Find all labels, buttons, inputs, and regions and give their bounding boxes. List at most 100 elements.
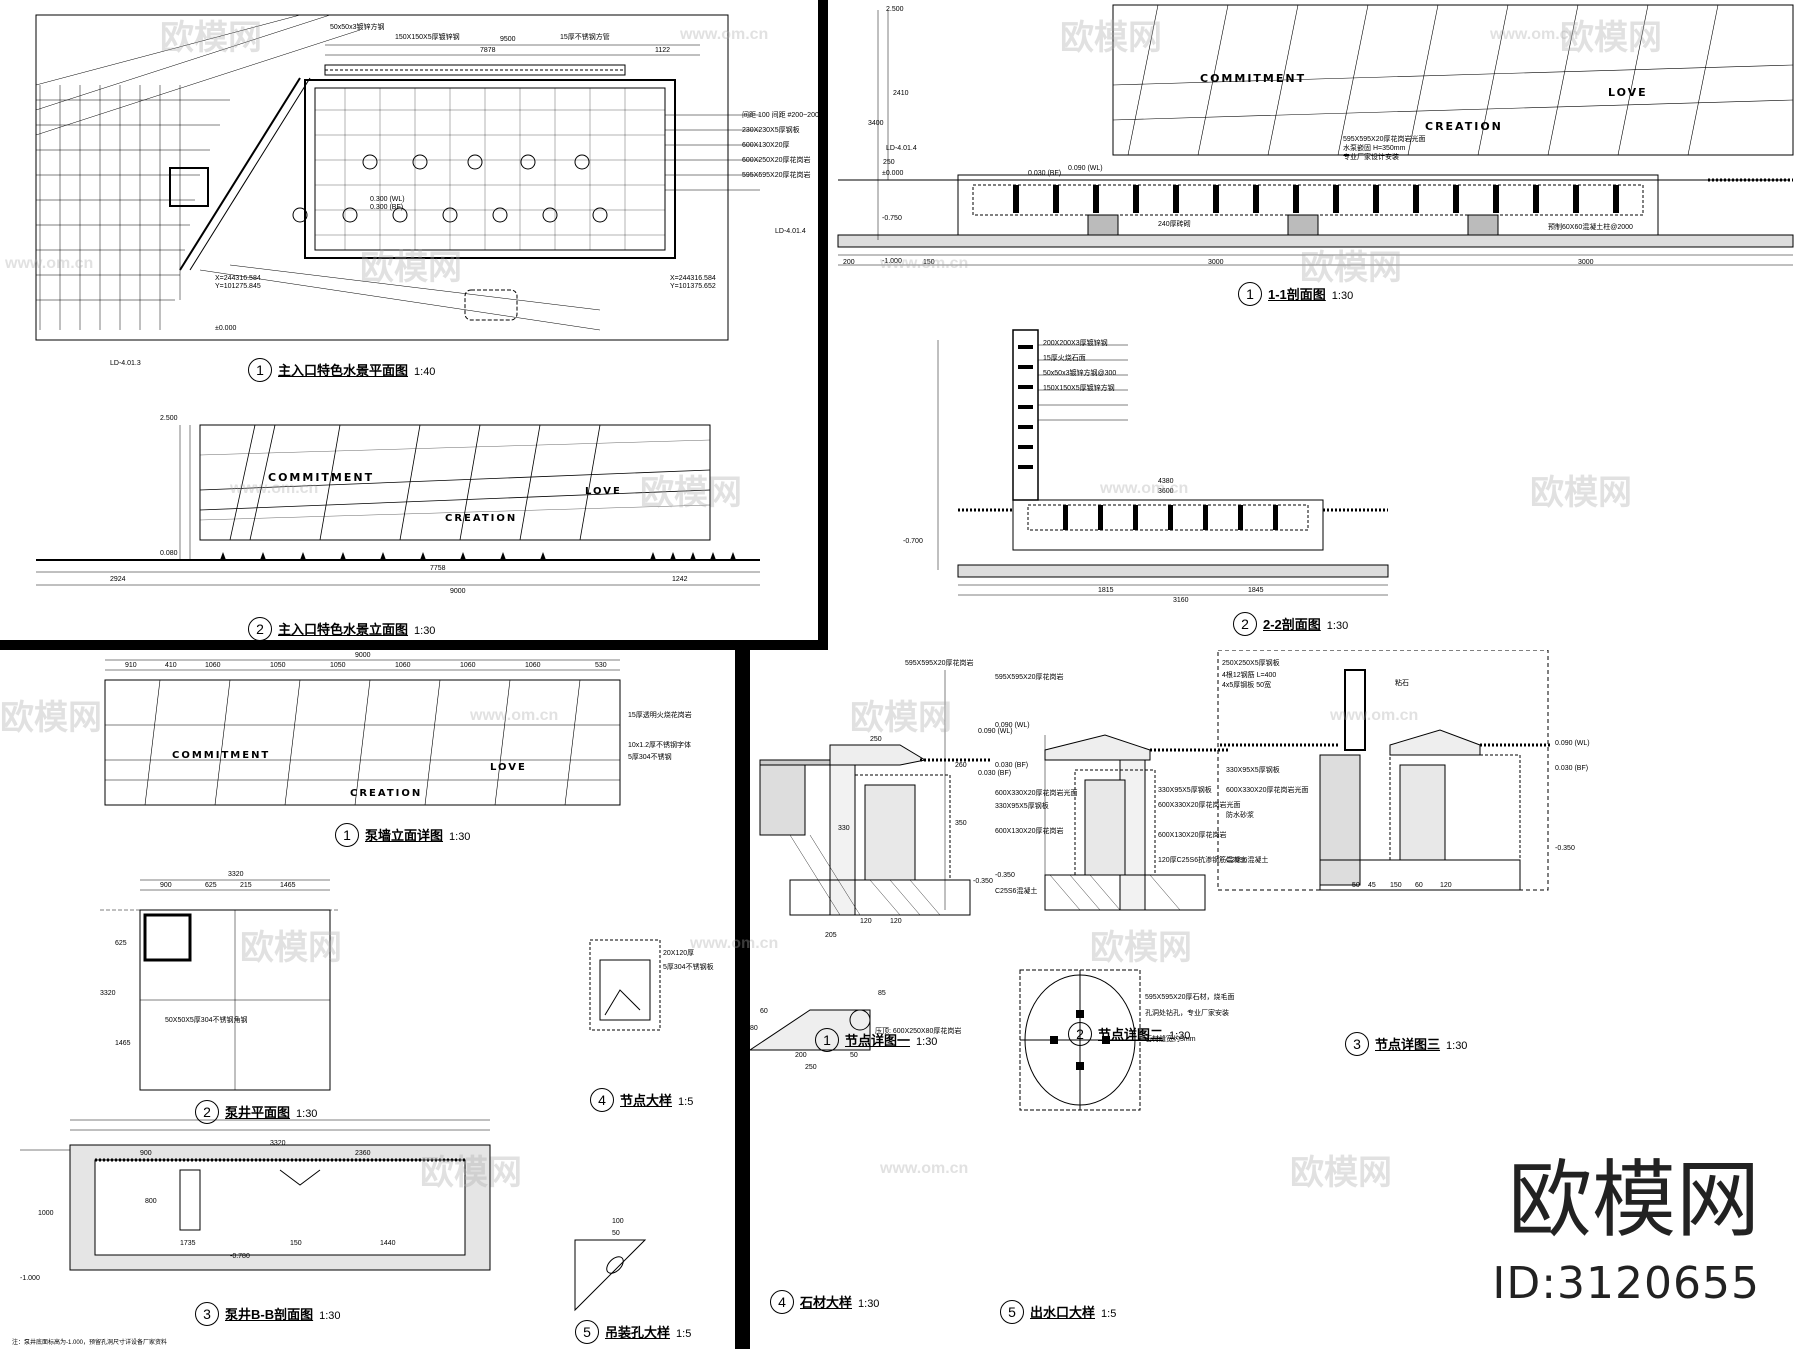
note: 595X595X20厚花岗岩光面: [1343, 136, 1426, 143]
note: 120厚C25S6抗渗钢筋混凝土: [1158, 857, 1248, 864]
dim: 330: [838, 825, 850, 832]
sheet-top-left: 50x50x3镀锌方钢 150X150X5厚镀锌钢 15厚不锈钢方管 9500 …: [0, 0, 818, 640]
dim: 3000: [1208, 259, 1224, 266]
dim: 910: [125, 662, 137, 669]
brand-logo-text: 欧模网: [1507, 1151, 1760, 1249]
dim: 215: [240, 882, 252, 889]
dim: 1050: [330, 662, 346, 669]
sign-word-creation: CREATION: [445, 513, 518, 524]
note: 间距 100 间距 #200~200: [742, 112, 818, 119]
dim: 80: [750, 1025, 758, 1032]
dim: 60: [1415, 882, 1423, 889]
sheet-divider: [0, 640, 828, 650]
dim: 200: [843, 259, 855, 266]
dim: 120: [860, 918, 872, 925]
dim: 1465: [115, 1040, 131, 1047]
dim: 1060: [525, 662, 541, 669]
dim: 1060: [460, 662, 476, 669]
level: ±0.000: [215, 325, 237, 332]
note: 600X330X20厚花岗岩光面: [1226, 787, 1309, 794]
dim: 45: [1368, 882, 1376, 889]
pump-drawing: [20, 659, 661, 1312]
dim: 900: [160, 882, 172, 889]
dim: 1440: [380, 1240, 396, 1247]
note: 600X330X20厚花岗岩光面: [995, 790, 1078, 797]
note: 600X250X20厚花岗岩: [742, 157, 811, 164]
dim: 150: [1390, 882, 1402, 889]
level: -0.780: [230, 1253, 250, 1260]
note: C25S6混凝土: [1226, 857, 1269, 864]
sheet-top-right: COMMITMENT LOVE CREATION 2.500 ±0.000 -0…: [828, 0, 1800, 650]
dim: 3320: [228, 871, 244, 878]
dim: 800: [145, 1198, 157, 1205]
note: 压顶: 600X250X80厚花岗岩: [875, 1028, 962, 1035]
note: 防水砂浆: [1226, 812, 1254, 819]
plan-drawing: [35, 14, 760, 586]
level: 2.500: [886, 6, 904, 13]
dim: 7758: [430, 565, 446, 572]
note: 330X95X5厚钢板: [1226, 767, 1280, 774]
dim: 260: [955, 762, 967, 769]
level: 0.030 (BF): [995, 762, 1029, 769]
dim: 1465: [280, 882, 296, 889]
dim: 1815: [1098, 587, 1114, 594]
sheet-divider: [818, 0, 828, 650]
section-drawing: [837, 4, 1794, 596]
dim: 3320: [100, 990, 116, 997]
dim: 9000: [355, 652, 371, 659]
note: 50x50x3镀锌方钢@300: [1043, 370, 1117, 377]
dim: 1845: [1248, 587, 1264, 594]
level: 0.090 (WL): [978, 728, 1013, 735]
coord: Y=101375.652: [670, 283, 716, 290]
level: -0.350: [973, 878, 993, 885]
dim: 4380: [1158, 478, 1174, 485]
dim: 85: [878, 990, 886, 997]
dim: 9000: [450, 588, 466, 595]
note: 595X595X20厚花岗岩: [995, 674, 1064, 681]
level: -0.350: [995, 872, 1015, 879]
dim: 120: [1440, 882, 1452, 889]
note: 230X230X5厚钢板: [742, 127, 800, 134]
dim: 100: [612, 1218, 624, 1225]
note: 595X595X20厚石材，烧毛面: [1145, 994, 1235, 1001]
note: 4根12钢筋 L=400: [1222, 672, 1277, 679]
level: 0.090 (WL): [995, 722, 1030, 729]
dim: 3160: [1173, 597, 1189, 604]
level: 0.030 (BF): [978, 770, 1012, 777]
level: ±0.000: [882, 170, 904, 177]
dim: 1122: [655, 47, 671, 54]
dim: 3320: [270, 1140, 286, 1147]
level: -0.750: [882, 215, 902, 222]
note: 600X330X20厚花岗岩光面: [1158, 802, 1241, 809]
dim: 50: [850, 1052, 858, 1059]
note: 50x50x3镀锌方钢: [330, 24, 385, 31]
level: -0.700: [903, 538, 923, 545]
dim: 9500: [500, 36, 516, 43]
note: 5厚304不锈钢: [628, 754, 672, 761]
dim: 530: [595, 662, 607, 669]
dim: 3400: [868, 120, 884, 127]
note: 595X595X20厚花岗岩: [742, 172, 811, 179]
dim: 2410: [893, 90, 909, 97]
level: 0.090 (WL): [1068, 165, 1103, 172]
note: C25S6混凝土: [995, 888, 1038, 895]
note: 5厚304不锈钢板: [663, 964, 714, 971]
note: 专业厂家设计安装: [1343, 154, 1399, 161]
note: 孔洞处钻孔，专业厂家安装: [1145, 1010, 1229, 1017]
dim: 410: [165, 662, 177, 669]
dim: 350: [955, 820, 967, 827]
node-drawing: [750, 650, 1550, 1111]
level: 0.030 (BF): [1028, 170, 1062, 177]
note: 600X130X20厚花岗岩: [1158, 832, 1227, 839]
sign-word-love: LOVE: [490, 762, 527, 773]
dim: 7878: [480, 47, 496, 54]
dim: 200: [795, 1052, 807, 1059]
level: 0.090 (WL): [1555, 740, 1590, 747]
coord: X=244316.584: [215, 275, 261, 282]
